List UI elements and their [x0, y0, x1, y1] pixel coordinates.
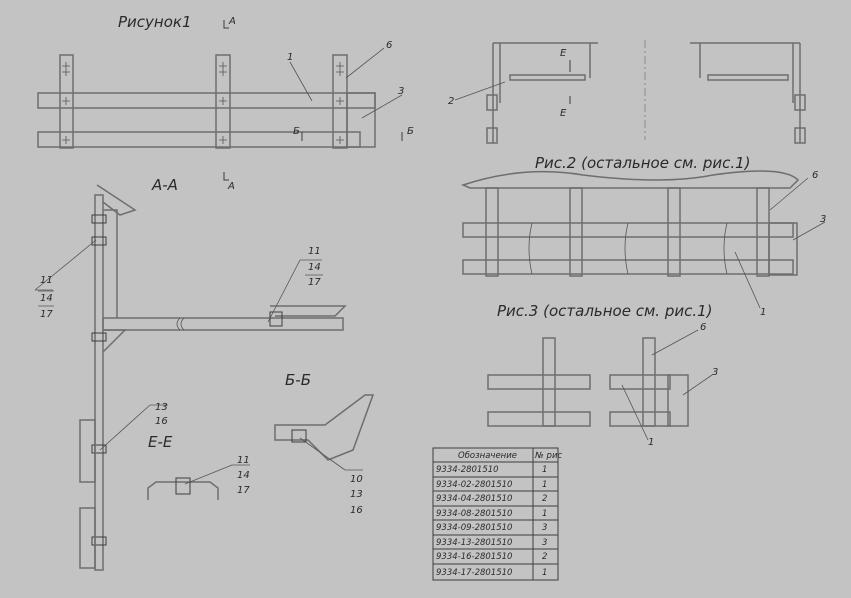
callout-14-aa2: 14 — [308, 262, 321, 273]
callout-16-bb: 16 — [350, 505, 363, 516]
callout-3-fig3: 3 — [712, 367, 718, 378]
section-mark-e-top: Е — [560, 48, 567, 59]
callout-17-ee: 17 — [237, 485, 250, 496]
section-mark-b-left: Б — [293, 126, 300, 137]
callout-2: 2 — [448, 96, 454, 107]
callout-1-fig2: 1 — [760, 307, 766, 318]
callout-1-fig3: 1 — [648, 437, 654, 448]
table-row: 9334-13-2801510 3 — [436, 538, 547, 548]
cell-fig: 1 — [542, 465, 547, 475]
callout-14-aa: 14 — [40, 293, 53, 304]
figure-2-title: Рис.2 (остальное см. рис.1) — [535, 154, 751, 172]
table-header-designation: Обозначение — [458, 451, 517, 461]
callout-13-bb: 13 — [350, 489, 363, 500]
section-mark-b-right: Б — [407, 126, 414, 137]
cell-designation: 9334-08-2801510 — [436, 509, 512, 519]
parts-table: Обозначение № рис 9334-2801510 1 9334-02-… — [432, 447, 562, 581]
table-row: 9334-09-2801510 3 — [436, 523, 547, 533]
table-header-fig-no: № рис — [534, 451, 562, 461]
table-row: 9334-16-2801510 2 — [436, 552, 547, 562]
cell-designation: 9334-02-2801510 — [436, 480, 512, 490]
callout-6: 6 — [386, 40, 392, 51]
callout-16-aa: 16 — [155, 416, 168, 427]
table-row: 9334-04-2801510 2 — [436, 494, 547, 504]
section-e-e-title: Е-Е — [148, 433, 173, 451]
callout-6-fig3: 6 — [700, 322, 706, 333]
section-mark-a-top: А — [228, 16, 236, 27]
cell-fig: 2 — [542, 494, 547, 504]
callout-3-fig2: 3 — [820, 214, 826, 225]
cell-fig: 2 — [542, 552, 547, 562]
cell-designation: 9334-09-2801510 — [436, 523, 512, 533]
callout-10-bb: 10 — [350, 474, 363, 485]
cell-designation: 9334-16-2801510 — [436, 552, 512, 562]
cell-designation: 9334-04-2801510 — [436, 494, 512, 504]
top-right-view: 2 Е Е — [448, 40, 806, 144]
section-b-b-title: Б-Б — [285, 371, 311, 389]
figure-1-title: Рисунок1 — [118, 13, 192, 31]
figure-1: Рисунок1 А 1 6 3 Б Б — [37, 13, 414, 149]
callout-14-ee: 14 — [237, 470, 250, 481]
callout-1: 1 — [287, 52, 293, 63]
callout-6-fig2: 6 — [812, 170, 818, 181]
callout-17-aa2: 17 — [308, 277, 321, 288]
callout-17-aa: 17 — [40, 309, 53, 320]
cell-fig: 1 — [542, 509, 547, 519]
section-mark-a-bottom: А — [227, 181, 235, 192]
section-mark-e-bottom: Е — [560, 108, 567, 119]
callout-11-ee: 11 — [237, 455, 250, 466]
cell-fig: 1 — [542, 480, 547, 490]
figure-3-title: Рис.3 (остальное см. рис.1) — [497, 302, 713, 320]
section-e-e: Е-Е 11 14 17 — [147, 433, 250, 500]
cell-fig: 1 — [542, 568, 547, 578]
cell-fig: 3 — [542, 538, 547, 548]
table-row: 9334-17-2801510 1 — [436, 568, 547, 578]
section-b-b: Б-Б 10 13 16 — [274, 371, 375, 516]
figure-2: Рис.2 (остальное см. рис.1) 6 3 1 — [460, 154, 826, 318]
cell-designation: 9334-2801510 — [436, 465, 499, 475]
callout-11-aa2: 11 — [308, 246, 321, 257]
table-row: 9334-2801510 1 — [436, 465, 547, 475]
section-a-a-title: А-А — [151, 176, 178, 194]
cell-designation: 9334-17-2801510 — [436, 568, 512, 578]
table-row: 9334-02-2801510 1 — [436, 480, 547, 490]
cell-designation: 9334-13-2801510 — [436, 538, 512, 548]
cell-fig: 3 — [542, 523, 547, 533]
callout-11-aa: 11 — [40, 275, 53, 286]
callout-13-aa: 13 — [155, 402, 168, 413]
callout-3: 3 — [398, 86, 404, 97]
section-a-a: А-А А 11 14 17 11 14 17 13 16 — [34, 172, 347, 571]
figure-3: Рис.3 (остальное см. рис.1) 6 3 1 — [487, 302, 718, 448]
table-row: 9334-08-2801510 1 — [436, 509, 547, 519]
